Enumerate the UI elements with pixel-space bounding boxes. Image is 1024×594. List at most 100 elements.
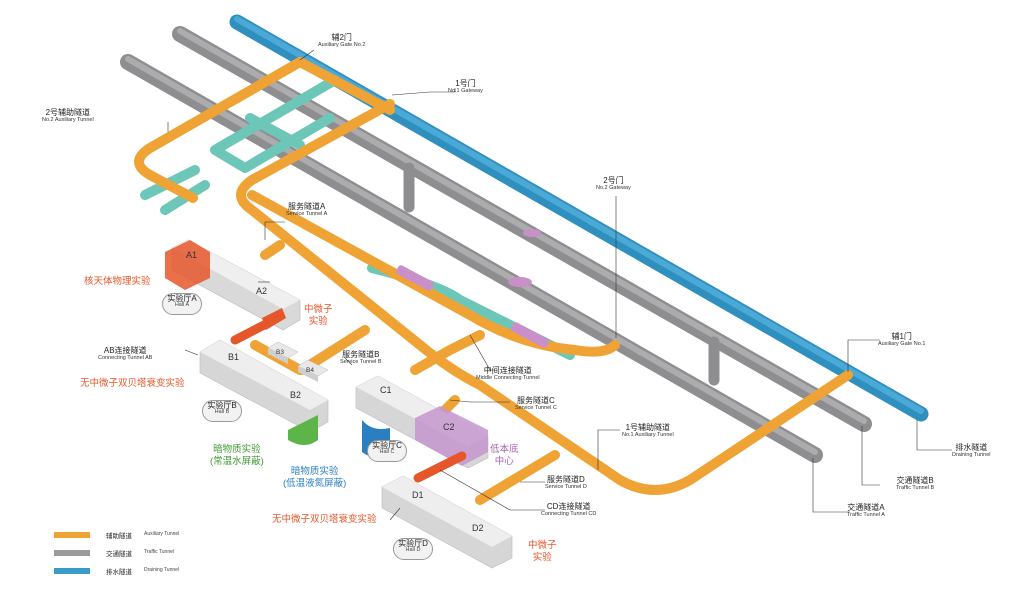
room-a1: A1 (186, 250, 198, 260)
exp-neutrino-a: 中微子 实验 (304, 304, 333, 329)
room-b3: B3 (276, 349, 284, 356)
label-aux-tunnel-2-en: No.2 Auxiliary Tunnel (42, 117, 94, 124)
label-traffic-a-zh: 交通隧道A (847, 503, 885, 512)
label-service-a-zh: 服务隧道A (287, 202, 326, 211)
label-service-d-en: Service Tunnel D (545, 484, 587, 491)
label-aux-gate-2-en: Auxiliary Gate No.2 (318, 42, 366, 49)
label-drain-zh: 排水隧道 (955, 443, 988, 452)
room-d2: D2 (472, 523, 484, 533)
auxiliary-tunnels (134, 57, 853, 505)
label-cd-connect-en: Connecting Tunnel CD (541, 511, 597, 518)
label-gate-2-zh: 2号门 (603, 176, 624, 185)
exp-double-beta-b: 无中微子双贝塔衰变实验 (80, 378, 185, 389)
legend-swatch-traffic (54, 550, 90, 556)
leader-lines (167, 49, 952, 521)
label-service-b-zh: 服务隧道B (342, 350, 380, 359)
label-service-c: 服务隧道C Service Tunnel C (515, 396, 557, 412)
exp-neutrino-d: 中微子 实验 (528, 540, 557, 565)
hall-b-building (199, 339, 329, 445)
hall-b-zh: 实验厅B (207, 401, 237, 410)
legend-traffic-zh: 交通隧道 (106, 551, 132, 558)
exp-dm-lin-line1: 暗物质实验 (290, 466, 339, 477)
label-service-b-en: Service Tunnel B (340, 359, 382, 366)
hall-d-zh: 实验厅D (398, 539, 428, 548)
room-b2: B2 (290, 390, 302, 400)
exp-neutrino-a-line1: 中微子 (304, 304, 333, 315)
hall-c-badge: 实验厅C Hall C (367, 440, 407, 462)
room-a2: A2 (256, 286, 268, 296)
exp-dm-lin: 暗物质实验 (低温液氮屏蔽) (283, 466, 346, 491)
label-aux-tunnel-2-zh: 2号辅助隧道 (45, 108, 91, 117)
label-traffic-b-en: Traffic Tunnel B (896, 485, 935, 492)
legend-traffic-en: Traffic Tunnel (144, 549, 175, 555)
label-traffic-a-en: Traffic Tunnel A (847, 512, 885, 519)
hall-c-zh: 实验厅C (372, 441, 402, 450)
exp-low-bg: 低本底 中心 (490, 444, 519, 469)
label-gate-2: 2号门 No.2 Gateway (596, 176, 631, 192)
label-aux-tunnel-1-en: No.1 Auxiliary Tunnel (622, 432, 674, 439)
cross-passages (403, 162, 720, 386)
legend-swatch-draining (54, 568, 90, 574)
label-service-b: 服务隧道B Service Tunnel B (340, 350, 382, 366)
room-c1: C1 (380, 385, 392, 395)
hall-d-badge: 实验厅D Hall D (393, 538, 433, 560)
label-service-a-en: Service Tunnel A (286, 211, 328, 218)
exp-neutrino-d-line1: 中微子 (528, 540, 557, 551)
label-aux-tunnel-1: 1号辅助隧道 No.1 Auxiliary Tunnel (622, 423, 674, 439)
label-gate-1-zh: 1号门 (455, 79, 476, 88)
hall-a-building (165, 239, 301, 331)
exp-neutrino-d-line2: 实验 (532, 552, 552, 564)
b3-b4-blocks (267, 341, 329, 382)
label-service-d: 服务隧道D Service Tunnel D (545, 475, 587, 491)
exp-nuclear-astro: 核天体物理实验 (84, 276, 151, 287)
label-gate-1: 1号门 No.1 Gateway (448, 79, 483, 95)
legend-auxiliary-zh: 辅助隧道 (106, 533, 132, 540)
label-traffic-b-zh: 交通隧道B (896, 476, 934, 485)
hall-b-badge: 实验厅B Hall B (202, 400, 242, 422)
label-ab-connect: AB连接隧道 Connecting Tunnel AB (98, 346, 152, 362)
hall-a-en: Hall A (174, 302, 190, 309)
label-service-c-zh: 服务隧道C (517, 396, 555, 405)
legend-swatch-auxiliary (54, 532, 90, 538)
label-aux-gate-1: 辅1门 Auxiliary Gate No.1 (878, 332, 925, 348)
label-aux-gate-1-en: Auxiliary Gate No.1 (878, 341, 926, 348)
label-traffic-a: 交通隧道A Traffic Tunnel A (847, 503, 885, 519)
label-middle-connect-zh: 中间连接隧道 (483, 366, 532, 375)
label-aux-gate-2: 辅2门 Auxiliary Gate No.2 (318, 33, 365, 49)
room-b1: B1 (228, 352, 240, 362)
label-aux-tunnel-1-zh: 1号辅助隧道 (625, 423, 671, 432)
room-d1: D1 (412, 490, 424, 500)
label-aux-gate-1-zh: 辅1门 (891, 332, 912, 341)
label-service-d-zh: 服务隧道D (547, 475, 585, 484)
room-c2: C2 (443, 422, 455, 432)
legend-draining-en: Draining Tunnel (144, 567, 180, 573)
legend-auxiliary-en: Auxiliary Tunnel (144, 531, 180, 537)
label-ab-connect-zh: AB连接隧道 (103, 346, 147, 355)
label-traffic-b: 交通隧道B Traffic Tunnel B (896, 476, 934, 492)
cd-connecting-tunnel (413, 451, 467, 483)
label-cd-connect: CD连接隧道 Connecting Tunnel CD (541, 502, 596, 518)
label-cd-connect-zh: CD连接隧道 (546, 502, 591, 511)
exp-dm-water-line1: 暗物质实验 (213, 444, 261, 455)
legend-draining-zh: 排水隧道 (106, 569, 132, 576)
label-ab-connect-en: Connecting Tunnel AB (98, 355, 153, 362)
label-gate-2-en: No.2 Gateway (596, 185, 631, 192)
label-aux-gate-2-zh: 辅2门 (331, 33, 352, 42)
hall-a-badge: 实验厅A Hall A (162, 293, 202, 315)
hall-d-building (381, 475, 513, 569)
exp-dm-lin-line2: (低温液氮屏蔽) (283, 478, 347, 490)
exp-low-bg-line1: 低本底 (490, 444, 519, 455)
traffic-tunnel-a (120, 54, 823, 463)
room-b4: B4 (306, 367, 314, 374)
exp-dm-water-line2: (常温水屏蔽) (210, 456, 264, 468)
tunnel-vehicles (396, 229, 549, 348)
label-middle-connect: 中间连接隧道 Middle Connecting Tunnel (476, 366, 540, 382)
label-drain: 排水隧道 Draining Tunnel (952, 443, 991, 459)
hall-d-en: Hall D (405, 547, 421, 554)
hall-c-en: Hall C (379, 449, 395, 456)
label-middle-connect-en: Middle Connecting Tunnel (476, 375, 540, 382)
label-aux-tunnel-2: 2号辅助隧道 No.2 Auxiliary Tunnel (42, 108, 94, 124)
exp-low-bg-line2: 中心 (494, 456, 514, 468)
label-drain-en: Draining Tunnel (952, 452, 991, 459)
